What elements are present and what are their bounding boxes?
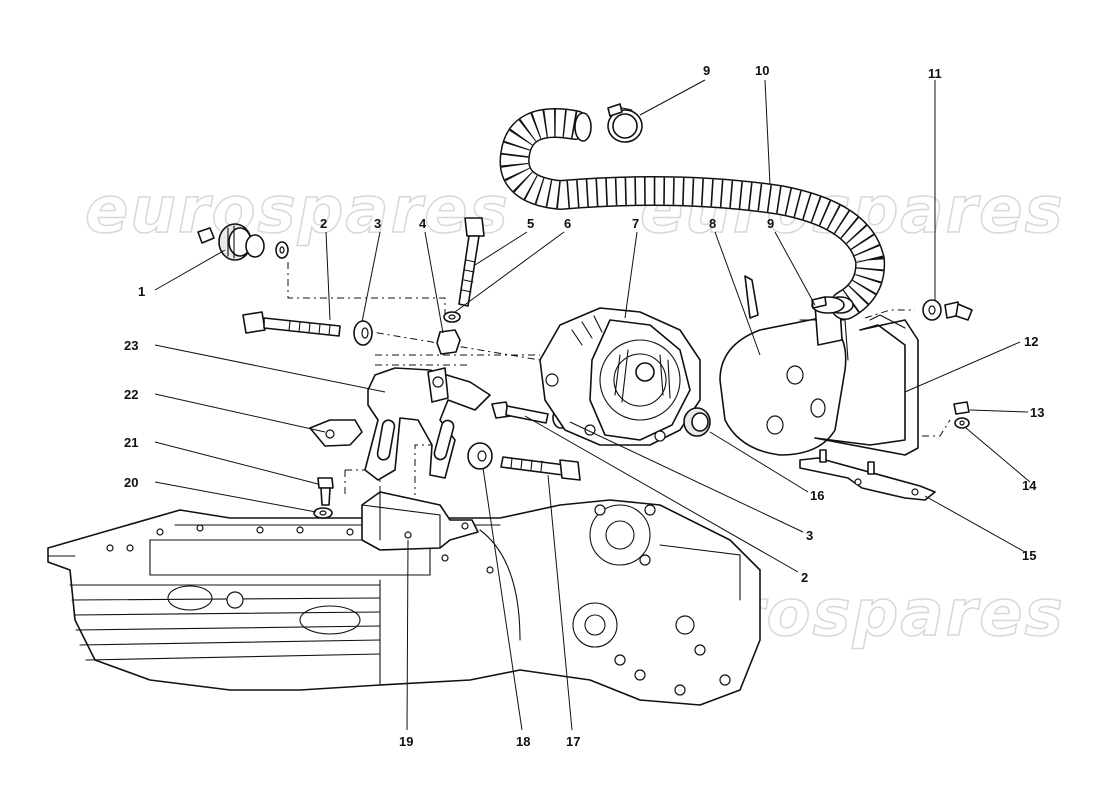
callout-2-top: 2 [320,216,327,231]
part-20-washer [313,507,333,519]
callout-21: 21 [124,435,138,450]
callout-4: 4 [419,216,427,231]
part-6-small-washer [443,311,461,323]
part-21-small-bolt [317,477,334,506]
callout-5: 5 [527,216,534,231]
part-16-pulley-nut [683,407,711,437]
part-11-bolt-washer [922,299,973,321]
part-18-spacer [467,442,493,470]
part-4-nut [436,329,461,355]
part-17-bolt [500,456,581,481]
part-9-hose-clamp-lower [811,296,845,314]
callout-labels: 1 2 3 4 5 6 7 8 9 9 10 11 12 13 14 15 16… [124,63,1044,749]
part-7-alternator [539,307,701,446]
part-19-support-block [361,491,479,551]
watermark-top-left: eurospares [85,174,510,248]
callout-9-lower: 9 [767,216,774,231]
callout-23: 23 [124,338,138,353]
callout-8: 8 [709,216,716,231]
part-2-long-bolt [242,311,341,337]
callout-11: 11 [928,66,942,81]
engine-casing [47,499,761,706]
part-3-washer [353,320,373,346]
callout-20: 20 [124,475,138,490]
callout-9-top: 9 [703,63,710,78]
part-14-washer [954,417,970,429]
part-5-vertical-bolt [458,217,485,307]
callout-12: 12 [1024,334,1038,349]
callout-3-top: 3 [374,216,381,231]
callout-13: 13 [1030,405,1044,420]
callout-6: 6 [564,216,571,231]
callout-3-lower: 3 [806,528,813,543]
part-13-nut [953,401,970,415]
callout-17: 17 [566,734,580,749]
leader-lines [154,79,1031,731]
callout-7: 7 [632,216,639,231]
callout-2-lower: 2 [801,570,808,585]
part-1-mount-assembly [197,223,289,261]
callout-14: 14 [1022,478,1037,493]
part-12-shield-plate [814,314,919,456]
part-8-intake-housing [719,275,849,456]
part-23-alternator-bracket [364,367,491,481]
callout-15: 15 [1022,548,1036,563]
callout-16: 16 [810,488,824,503]
callout-18: 18 [516,734,530,749]
part-9-hose-clamp-top [607,103,643,143]
part-15-mounting-strip [799,449,936,501]
callout-22: 22 [124,387,138,402]
callout-10: 10 [755,63,769,78]
part-22-clip [309,419,363,447]
part-2-alternator-bolt [491,401,549,424]
callout-1: 1 [138,284,145,299]
part-10-flexible-hose [499,108,886,320]
callout-19: 19 [399,734,413,749]
